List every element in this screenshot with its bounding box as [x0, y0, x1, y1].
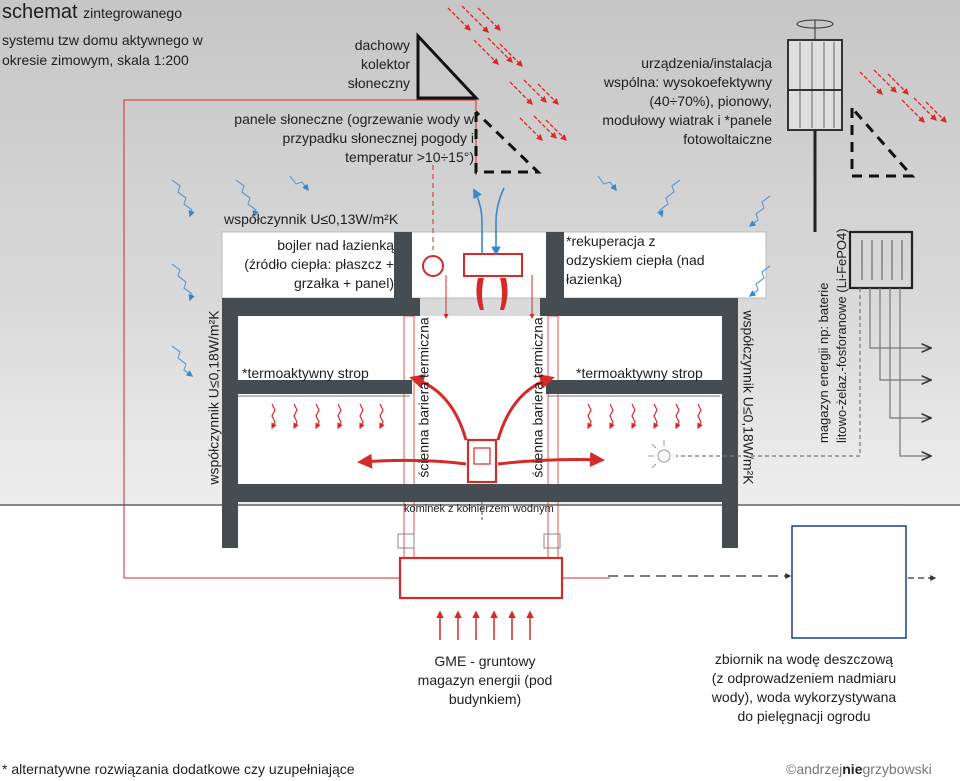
rain-tank — [791, 525, 907, 639]
roof-collector-label: dachowy kolektor słoneczny — [347, 37, 410, 91]
diagram-title: schemat zintegrowanego — [2, 0, 182, 25]
sun-rays — [447, 5, 947, 141]
ceiling-label-right: *termoaktywny strop — [576, 365, 703, 381]
thermal-barrier-right: ścienna bariera termiczna — [529, 317, 546, 478]
recuperation-label: *rekuperacja z odzyskiem ciepła (nad łaz… — [566, 233, 705, 287]
boiler-label: bojler nad łazienką (źródło ciepła: płas… — [244, 237, 394, 291]
solar-panels-label: panele słoneczne (ogrzewanie wody w przy… — [234, 111, 474, 165]
solar-panel-dashed — [474, 110, 542, 174]
wind-turbine-label: urządzenia/instalacja wspólna: wysokoefe… — [602, 55, 772, 147]
pv-panel-dashed — [850, 107, 916, 178]
title-line-2: systemu tzw domu aktywnego w — [2, 32, 203, 48]
lamp-icon — [648, 440, 671, 469]
roof-collector — [416, 32, 480, 100]
author-credit: ©andrzejniegrzybowski — [786, 761, 932, 777]
title-subtitle: zintegrowanego — [83, 5, 183, 21]
battery-feed-lines — [676, 288, 930, 456]
ground — [0, 505, 960, 781]
foundation-pads — [397, 533, 561, 549]
recuperator-heat — [476, 278, 508, 310]
wall-u-coefficient-left: współczynnik U≤0,18W/m²K — [205, 310, 222, 485]
ventilation-ducts — [473, 187, 505, 256]
boiler-icon — [422, 255, 444, 277]
ground-storage-label: GME - gruntowy magazyn energii (pod budy… — [417, 653, 553, 707]
roof-u-coefficient: współczynnik U≤0,13W/m²K — [224, 211, 399, 227]
battery-storage — [848, 230, 914, 290]
footnote: * alternatywne rozwiązania dodatkowe czy… — [2, 761, 355, 777]
battery-label: magazyn energii np: baterie litowo-żelaz… — [816, 228, 849, 443]
fireplace-label: kominek z kołnierzem wodnym — [404, 503, 554, 515]
wall-u-coefficient-right: współczynnik U≤0,18W/m²K — [740, 310, 757, 485]
title-line-3: okresie zimowym, skala 1:200 — [2, 52, 189, 68]
thermal-barrier-left: ścienna bariera termiczna — [415, 317, 432, 478]
rain-tank-label: zbiornik na wodę deszczową (z odprowadze… — [711, 651, 897, 724]
ground-energy-storage — [398, 556, 564, 600]
cold-wind-arrows — [171, 175, 771, 377]
ceiling-label-left: *termoaktywny strop — [242, 365, 369, 381]
ceiling-heat-arrows — [271, 403, 703, 430]
fireplace-heat-flows — [357, 374, 605, 469]
fireplace — [466, 438, 498, 484]
wind-turbine — [787, 19, 843, 232]
ground-heat-arrows — [436, 610, 534, 640]
building-structure — [222, 232, 738, 548]
recuperator-unit — [463, 253, 523, 277]
title-main: schemat — [2, 1, 78, 23]
